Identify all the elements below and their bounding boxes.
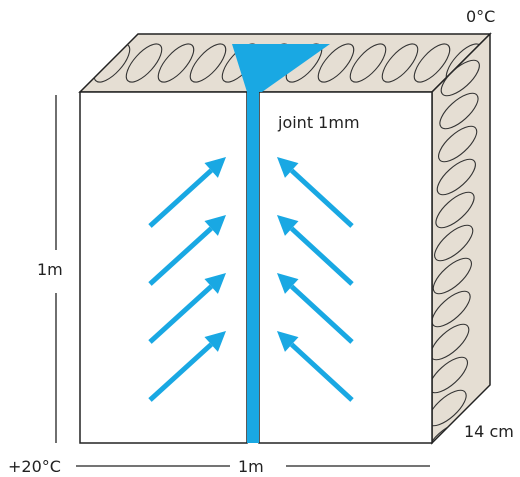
joint-gap	[247, 92, 259, 443]
insulation-fiber	[157, 43, 195, 83]
airflow-arrow-icon	[277, 273, 354, 344]
airflow-arrow-icon	[148, 273, 226, 344]
insulation-fiber	[439, 92, 479, 130]
airflow-arrow-icon	[148, 215, 226, 286]
insulation-fiber	[436, 158, 476, 196]
insulation-fiber	[432, 323, 470, 361]
insulation-fiber	[432, 290, 471, 328]
height-dimension-label: 1m	[37, 260, 63, 279]
airflow-arrow-icon	[148, 157, 226, 228]
joint-label: joint 1mm	[278, 113, 360, 132]
insulation-fiber	[125, 43, 163, 83]
insulation-fiber	[413, 43, 451, 83]
insulation-fiber	[438, 125, 478, 163]
airflow-arrow-icon	[277, 331, 354, 402]
cold-side-temperature: 0°C	[466, 7, 496, 26]
insulation-fiber	[349, 43, 387, 83]
insulation-fiber	[435, 191, 475, 229]
insulation-fiber	[189, 43, 227, 83]
front-panel-right	[258, 91, 433, 444]
width-dimension-label: 1m	[238, 457, 264, 476]
insulation-fiber	[381, 43, 419, 83]
airflow-arrows-left	[148, 157, 226, 402]
airflow-arrow-icon	[277, 215, 354, 286]
airflow-arrow-icon	[148, 331, 226, 402]
insulation-fiber	[434, 224, 474, 262]
airflow-arrows-right	[277, 157, 354, 402]
warm-side-temperature: +20°C	[8, 457, 61, 476]
insulation-fiber	[317, 43, 355, 83]
insulation-fiber	[440, 59, 480, 97]
insulation-fiber	[432, 389, 467, 427]
joint-funnel	[232, 44, 330, 92]
depth-dimension-label: 14 cm	[464, 422, 514, 441]
insulation-fiber	[432, 356, 468, 394]
insulation-fiber	[432, 257, 472, 295]
airflow-arrow-icon	[277, 157, 354, 228]
